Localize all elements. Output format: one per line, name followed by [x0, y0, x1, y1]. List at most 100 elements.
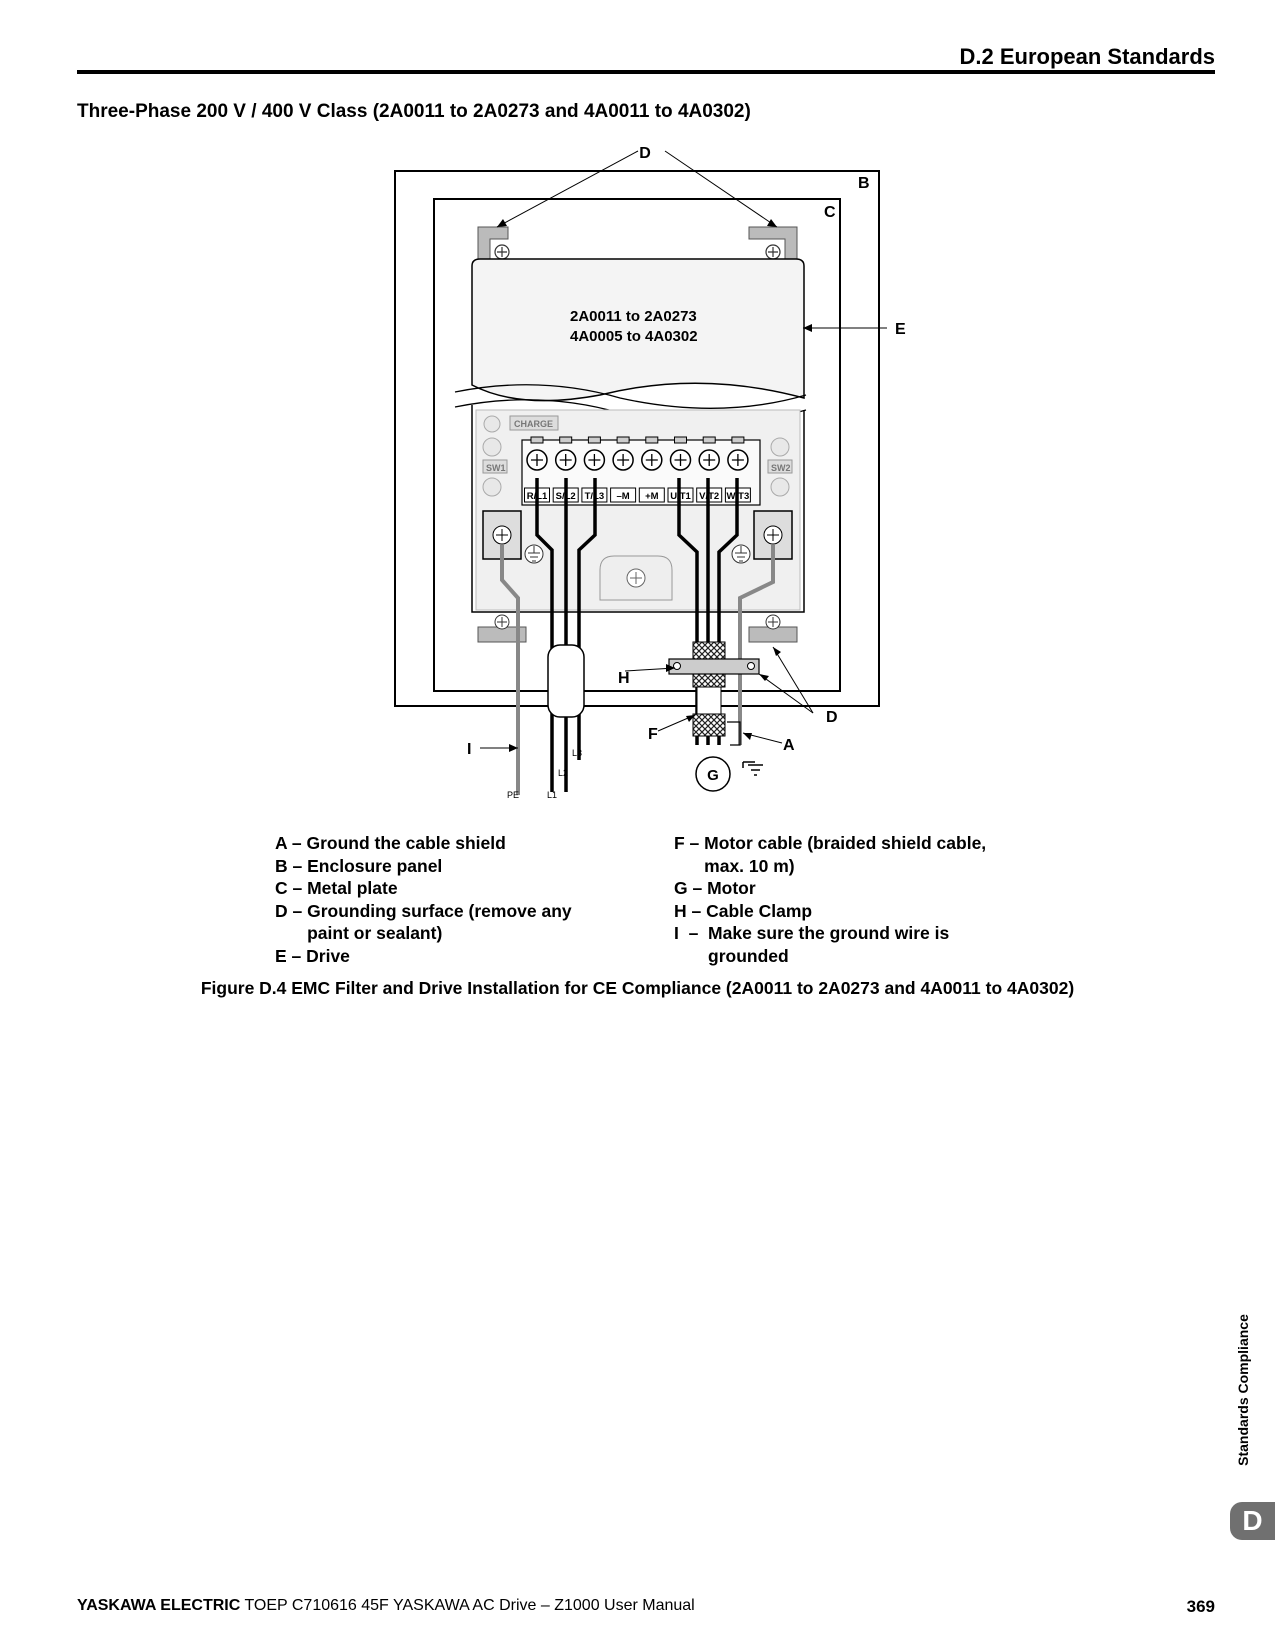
- switch-sw2: [767, 459, 793, 474]
- legend-key: B –: [275, 855, 308, 876]
- terminal-label: U/T1: [670, 491, 691, 502]
- side-knob-left-1: [482, 437, 502, 457]
- callout-label-c: C: [824, 204, 836, 221]
- motor: [695, 756, 731, 792]
- drive-model-line-1: 2A0011 to 2A0273: [570, 308, 697, 325]
- switch-sw1-label: SW1: [486, 463, 506, 473]
- legend-key: F –: [674, 833, 705, 853]
- cable-shield-braid-lower: [692, 713, 726, 737]
- terminal-screw-slot: [531, 454, 543, 466]
- terminal-screw-slot: [617, 454, 630, 466]
- footer: YASKAWA ELECTRIC TOEP C710616 45F YASKAW…: [77, 1597, 695, 1615]
- legend-key: H –: [674, 900, 707, 921]
- wire-label-l2: L2: [558, 768, 568, 778]
- cable-clamp-hole-right: [747, 662, 755, 670]
- side-knob-right-1: [770, 437, 790, 457]
- legend-right-column: F – Motor cable (braided shield cable, m…: [674, 832, 1054, 967]
- terminal-tab: [731, 436, 745, 444]
- ground-symbol-right: [731, 544, 751, 564]
- ground-terminal-left: [482, 510, 522, 560]
- legend-item-h: H – Cable Clamp: [674, 900, 1054, 923]
- charge-label: CHARGE: [514, 419, 553, 429]
- legend-item-f: F – Motor cable (braided shield cable, m…: [674, 832, 1054, 877]
- terminal-tab: [702, 436, 716, 444]
- terminal-screw-slot: [645, 454, 658, 466]
- terminal-tab: [645, 436, 659, 444]
- legend-key: D –: [275, 900, 308, 921]
- legend-key: E –: [275, 945, 307, 966]
- drive-model-line-2: 4A0005 to 4A0302: [570, 328, 698, 345]
- terminal-screw-slot: [703, 454, 716, 466]
- mount-screw-bottom-right: [765, 614, 781, 630]
- mount-screw-bottom-left: [494, 614, 510, 630]
- legend-left-column: A – Ground the cable shield B – Enclosur…: [275, 832, 635, 967]
- legend-item-c: C – Metal plate: [275, 877, 635, 900]
- legend-item-a: A – Ground the cable shield: [275, 832, 635, 855]
- legend-item-e: E – Drive: [275, 945, 635, 968]
- terminal-label-box: [638, 487, 665, 503]
- wire-label-l1: L1: [547, 790, 557, 800]
- legend-text: Ground the cable shield: [306, 833, 506, 853]
- legend-text: Motor cable (braided shield cable, max. …: [704, 833, 987, 876]
- center-screw: [626, 568, 646, 588]
- header-rule: [77, 70, 1215, 74]
- wire-label-l3: L3: [572, 748, 582, 758]
- terminal-screw-slot: [588, 454, 601, 466]
- page-number: 369: [1186, 1597, 1215, 1616]
- shield-ground-wire: [727, 721, 741, 746]
- cable-clamp-hole-left: [673, 662, 681, 670]
- footer-text: TOEP C710616 45F YASKAWA AC Drive – Z100…: [240, 1597, 695, 1614]
- cable-shield-sleeve: [696, 686, 722, 715]
- side-knob-right-2: [770, 477, 790, 497]
- legend-text: Make sure the ground wire is grounded: [708, 923, 950, 966]
- terminal-tab: [587, 436, 601, 444]
- terminal-label: +M: [645, 491, 659, 502]
- terminal-screw-slot: [731, 454, 744, 466]
- ground-symbol-left: [524, 544, 544, 564]
- legend-text: Metal plate: [307, 878, 398, 898]
- section-heading: Three-Phase 200 V / 400 V Class (2A0011 …: [77, 101, 751, 122]
- legend-key: I –: [674, 923, 709, 943]
- callout-label-i: I: [467, 741, 471, 758]
- terminal-screws: [526, 436, 749, 471]
- terminal-tab: [559, 436, 573, 444]
- side-knob-left-2: [482, 477, 502, 497]
- mount-screw-top-left: [494, 244, 510, 260]
- terminal-screw-slot: [559, 454, 572, 466]
- mount-screw-top-right: [765, 244, 781, 260]
- legend-key: A –: [275, 833, 307, 853]
- chapter-tab: D: [1230, 1502, 1275, 1540]
- pe-wire: [500, 545, 520, 795]
- legend-item-b: B – Enclosure panel: [275, 855, 635, 878]
- charge-lamp: [483, 415, 501, 433]
- callout-label-d-bottom: D: [826, 709, 838, 726]
- callout-arrowheads: [497, 219, 812, 752]
- legend-text: Grounding surface (remove any paint or s…: [307, 900, 572, 944]
- earth-ground-symbol: [742, 761, 763, 776]
- switch-sw1: [482, 459, 508, 474]
- legend-item-d: D – Grounding surface (remove any paint …: [275, 900, 635, 945]
- legend-key: G –: [674, 878, 708, 898]
- installation-diagram: 2A0011 to 2A0273 4A0005 to 4A0302 CHARGE…: [394, 145, 906, 800]
- legend-item-i: I – Make sure the ground wire is grounde…: [674, 922, 1054, 967]
- cable-clamp: [668, 658, 760, 675]
- callout-label-f: F: [648, 726, 658, 743]
- callout-label-b: B: [858, 175, 870, 192]
- callout-label-e: E: [895, 321, 906, 338]
- side-tab-text: Standards Compliance: [1235, 1314, 1251, 1466]
- terminal-tab: [616, 436, 630, 444]
- charge-indicator: [509, 415, 559, 431]
- switch-sw2-label: SW2: [771, 463, 791, 473]
- footer-brand: YASKAWA ELECTRIC: [77, 1597, 241, 1614]
- callout-label-a: A: [783, 737, 795, 754]
- legend-item-g: G – Motor: [674, 877, 1054, 900]
- motor-label-g: G: [707, 767, 719, 784]
- legend-text: Enclosure panel: [307, 855, 443, 876]
- wire-label-pe: PE: [507, 790, 519, 800]
- terminal-tab: [674, 436, 687, 444]
- ferrite-core: [547, 644, 585, 718]
- terminal-screw-slot: [674, 454, 687, 466]
- terminal-label-box: [610, 487, 637, 503]
- legend-text: Motor: [707, 878, 756, 898]
- legend-key: C –: [275, 878, 308, 898]
